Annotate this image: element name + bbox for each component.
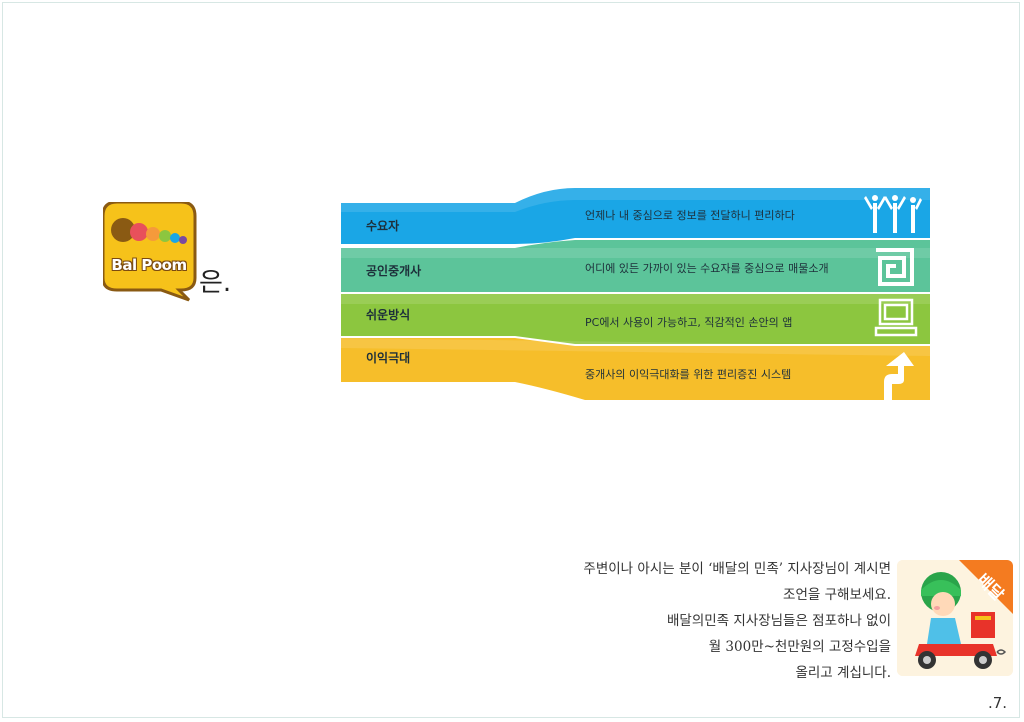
- delivery-rider-illustration: 배달: [897, 560, 1013, 676]
- logo-brand-text: Bal Poom: [111, 256, 187, 274]
- quote-line: 조언을 구해보세요.: [783, 587, 891, 603]
- computer-icon: [874, 298, 918, 337]
- band-3: [341, 294, 930, 344]
- square-spiral-icon: [876, 248, 914, 286]
- feature-desc-1: 언제나 내 중심으로 정보를 전달하니 편리하다: [585, 209, 795, 222]
- people-icon: [864, 195, 922, 233]
- quote-line: 주변이나 아시는 분이 ‘배달의 민족’ 지사장님이 계시면: [583, 561, 891, 577]
- band-2: [341, 240, 930, 292]
- quote-line: 올리고 계십니다.: [795, 665, 891, 681]
- feature-label-1: 수요자: [366, 219, 400, 233]
- arrow-up-icon: [884, 352, 914, 400]
- quote-block: 주변이나 아시는 분이 ‘배달의 민족’ 지사장님이 계시면 조언을 구해보세요…: [491, 556, 891, 686]
- page-number: .7.: [988, 694, 1008, 712]
- band-1: [341, 188, 930, 244]
- feature-desc-2: 어디에 있든 가까이 있는 수요자를 중심으로 매물소개: [585, 262, 829, 275]
- feature-label-2: 공인중개사: [366, 264, 422, 278]
- delivery-scooter-icon: [897, 560, 1013, 676]
- feature-label-3: 쉬운방식: [366, 308, 411, 322]
- feature-desc-4: 중개사의 이익극대화를 위한 편리증진 시스템: [585, 368, 792, 381]
- logo-suffix-text: 은.: [199, 268, 232, 298]
- band-4: [341, 338, 930, 400]
- bal-poom-logo: Bal Poom: [103, 202, 197, 302]
- quote-line: 배달의민족 지사장님들은 점포하나 없이: [666, 613, 891, 629]
- quote-line: 월 300만~천만원의 고정수입을: [708, 639, 891, 655]
- speech-bubble-icon: [103, 202, 197, 302]
- feature-desc-3: PC에서 사용이 가능하고, 직감적인 손안의 앱: [585, 316, 793, 329]
- feature-label-4: 이익극대: [366, 351, 411, 365]
